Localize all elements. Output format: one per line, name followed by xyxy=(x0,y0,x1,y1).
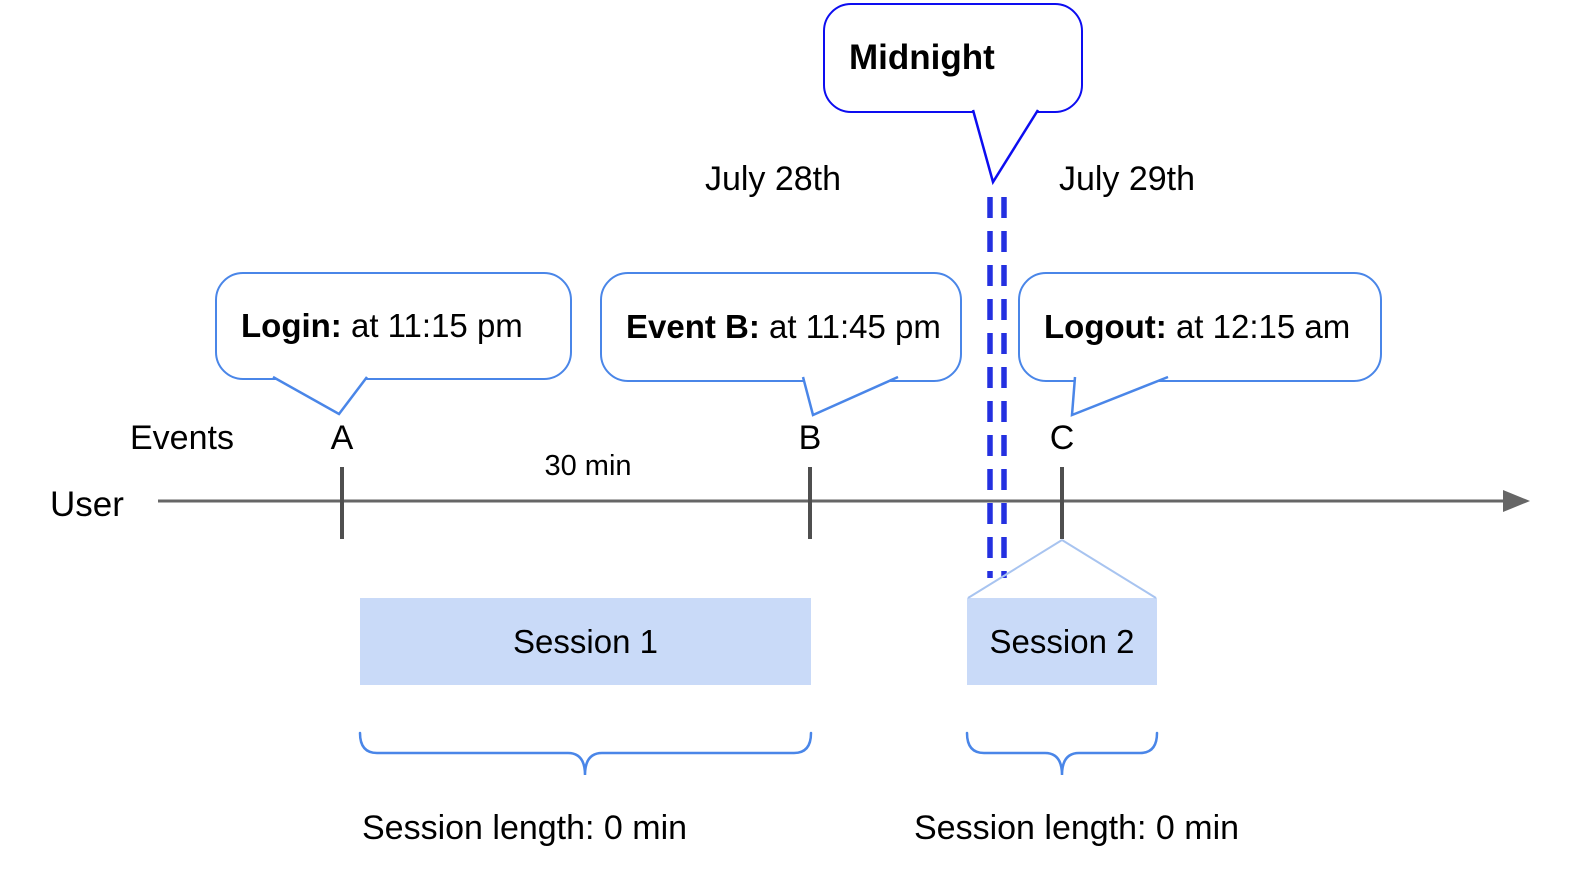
logout-callout-time: at 12:15 am xyxy=(1166,308,1351,345)
midnight-callout: Midnight xyxy=(823,3,1083,113)
session2-brace xyxy=(965,731,1159,776)
session2-connector-left xyxy=(967,539,1063,599)
session1-bar-label: Session 1 xyxy=(513,622,658,660)
login-callout: Login: at 11:15 pm xyxy=(215,272,572,380)
date-label-july-29th: July 29th xyxy=(1058,160,1196,198)
login-callout-title: Login: xyxy=(241,307,342,344)
session1-bar: Session 1 xyxy=(360,598,811,685)
session1-length-label: Session length: 0 min xyxy=(362,809,688,847)
logout-callout: Logout: at 12:15 am xyxy=(1018,272,1382,382)
session2-bar-label: Session 2 xyxy=(989,622,1135,660)
session2-bar: Session 2 xyxy=(967,598,1157,685)
timeline-arrowhead xyxy=(1503,490,1530,512)
event-marker-b: B xyxy=(798,419,822,457)
user-row-label: User xyxy=(50,485,124,524)
event-marker-a: A xyxy=(330,419,354,457)
logout-callout-tail xyxy=(1070,375,1169,417)
midnight-callout-label: Midnight xyxy=(849,38,995,77)
session1-brace xyxy=(358,731,813,776)
event-b-callout-time: at 11:45 pm xyxy=(759,308,941,345)
interval-label: 30 min xyxy=(544,450,632,482)
event-b-callout-title: Event B: xyxy=(626,308,760,345)
event-b-callout-tail xyxy=(801,375,899,417)
session2-length-label: Session length: 0 min xyxy=(914,809,1240,847)
login-callout-time: at 11:15 pm xyxy=(341,307,523,344)
session2-connector-right xyxy=(1061,539,1157,599)
login-callout-tail xyxy=(272,375,368,416)
event-marker-c: C xyxy=(1049,419,1075,457)
event-b-callout: Event B: at 11:45 pm xyxy=(600,272,962,382)
logout-callout-title: Logout: xyxy=(1044,308,1167,345)
date-label-july-28th: July 28th xyxy=(704,160,842,198)
events-row-label: Events xyxy=(130,419,234,457)
